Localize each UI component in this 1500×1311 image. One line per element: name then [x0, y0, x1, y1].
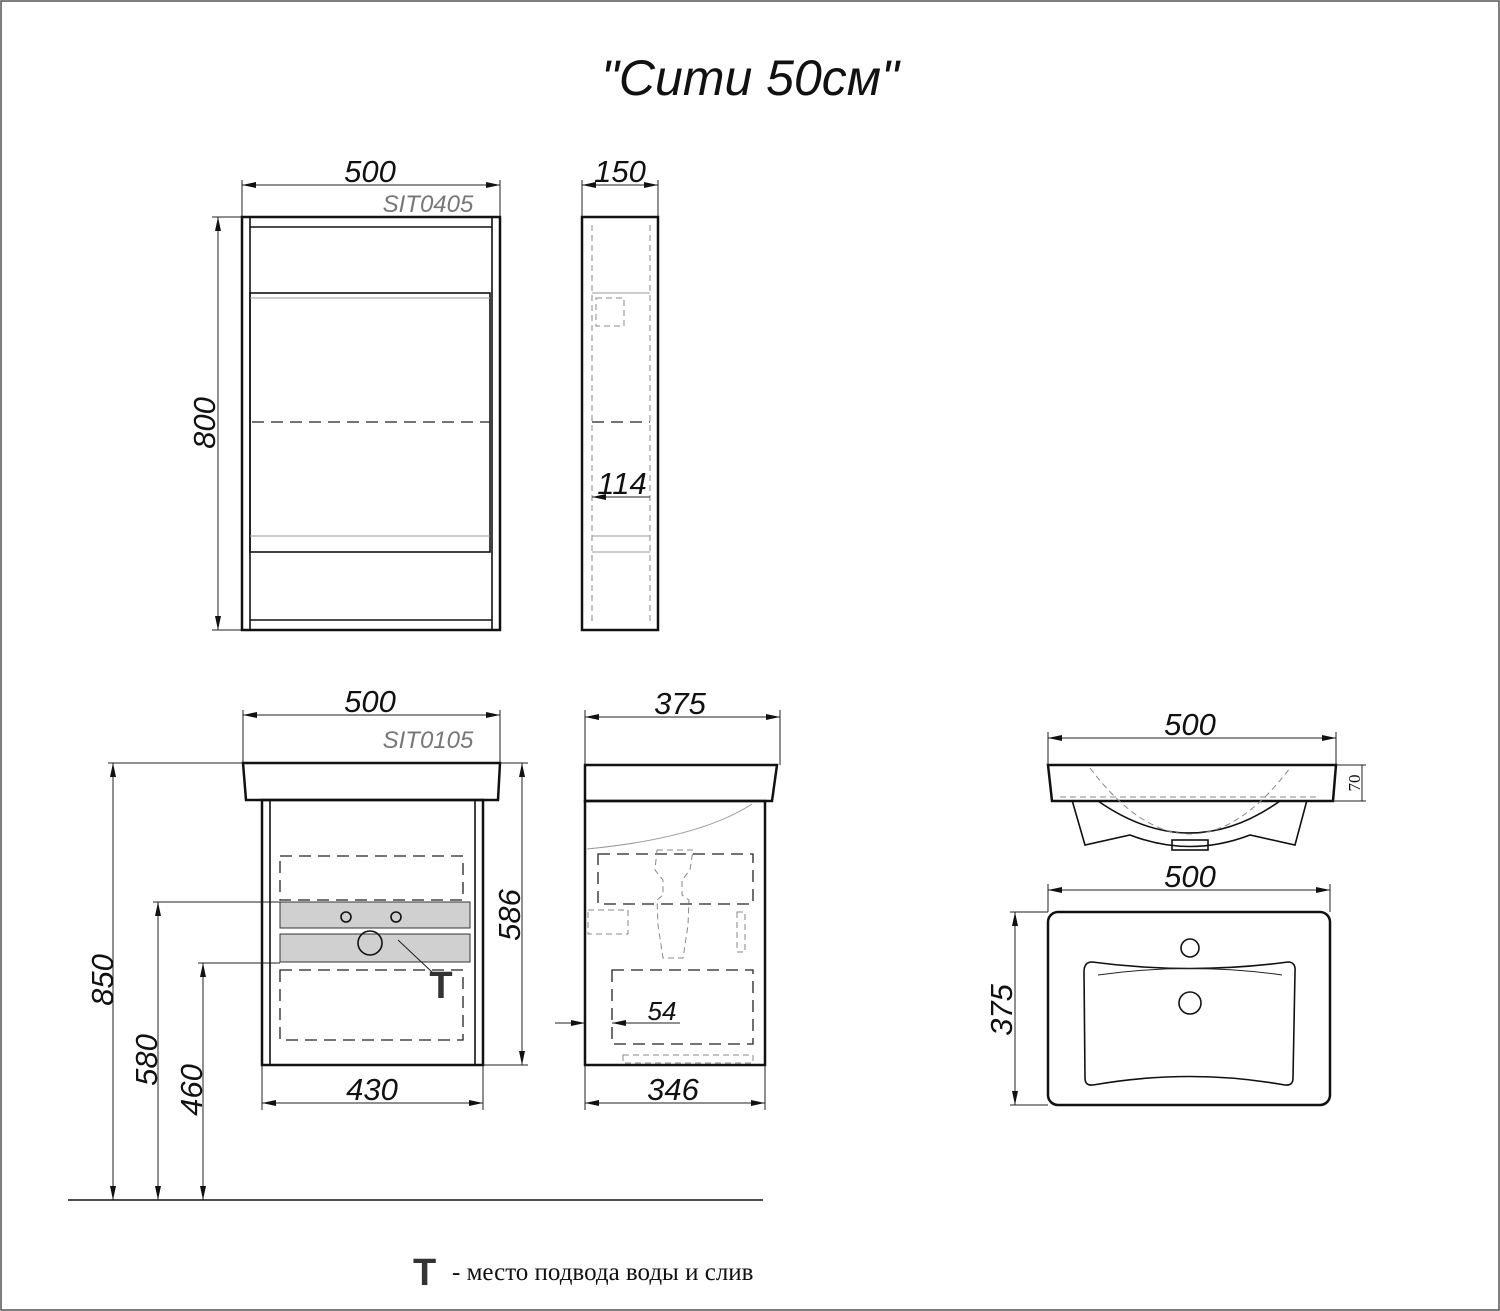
vanity-front-view: 500 SIT0105 T 586 430 — [241, 684, 528, 1110]
vanity-side-view: 375 54 346 — [555, 686, 781, 1110]
mirror-height-label: 800 — [187, 397, 222, 449]
water-height-label: 580 — [129, 1034, 164, 1086]
vanity-depth-label: 375 — [654, 686, 706, 721]
vanity-body-depth-label: 346 — [647, 1072, 699, 1107]
drawing-title: "Сити 50см" — [601, 50, 901, 106]
sink-top-width-label: 500 — [1164, 859, 1216, 894]
vanity-height-label: 586 — [492, 888, 527, 940]
sink-top-view: 500 375 — [984, 859, 1332, 1107]
connection-mark: T — [429, 965, 452, 1007]
mirror-code-label: SIT0405 — [383, 191, 474, 218]
installation-heights: 850 580 460 — [68, 762, 763, 1201]
vanity-body-width-label: 430 — [346, 1072, 398, 1107]
sink-side-view: 500 70 — [1046, 707, 1366, 851]
mirror-depth-label: 150 — [594, 154, 646, 189]
vanity-width-label: 500 — [344, 684, 396, 719]
mirror-cabinet-side-view: 150 114 — [580, 154, 660, 632]
total-height-label: 850 — [85, 954, 120, 1006]
mirror-cabinet-front-view: 500 SIT0405 800 — [187, 154, 502, 632]
drain-hole — [357, 930, 383, 956]
drain-height-label: 460 — [174, 1064, 209, 1116]
sink-depth-label: 375 — [984, 983, 1019, 1035]
water-inlet-hole — [340, 911, 352, 923]
sink-side-width-label: 500 — [1164, 707, 1216, 742]
offset-label: 54 — [648, 996, 677, 1026]
legend-text: - место подвода воды и слив — [452, 1259, 753, 1286]
legend: T - место подвода воды и слив — [413, 1252, 753, 1294]
faucet-hole — [1180, 938, 1200, 958]
shelf-depth-label: 114 — [597, 466, 646, 501]
vanity-code-label: SIT0105 — [383, 727, 474, 754]
legend-mark: T — [413, 1252, 436, 1294]
drain-hole — [1178, 991, 1202, 1015]
water-inlet-hole — [390, 911, 402, 923]
sink-thickness-label: 70 — [1345, 775, 1364, 792]
mirror-width-label: 500 — [344, 154, 396, 189]
